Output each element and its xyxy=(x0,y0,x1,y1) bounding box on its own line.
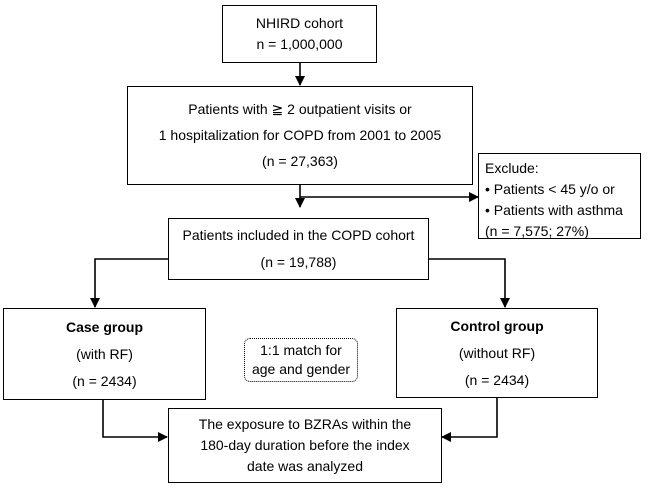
exposure-analysis-box: The exposure to BZRAs within the 180-day… xyxy=(168,408,442,483)
included-count: (n = 19,788) xyxy=(260,254,337,270)
exclude-item-age: • Patients < 45 y/o or xyxy=(485,181,615,197)
exclude-title: Exclude: xyxy=(485,160,539,176)
nhird-count: n = 1,000,000 xyxy=(256,36,343,52)
match-note-box: 1:1 match for age and gender xyxy=(244,338,358,382)
case-group-subtitle: (with RF) xyxy=(76,345,133,362)
match-note-line1: 1:1 match for xyxy=(260,342,342,358)
match-note-line2: age and gender xyxy=(251,361,351,377)
case-group-title: Case group xyxy=(65,318,143,335)
arrow-included-to-case xyxy=(90,258,168,308)
control-group-title: Control group xyxy=(450,317,544,334)
control-group-box: Control group (without RF) (n = 2434) xyxy=(396,308,598,398)
exclude-box: Exclude: • Patients < 45 y/o or • Patien… xyxy=(478,153,641,239)
control-group-count: (n = 2434) xyxy=(464,371,530,388)
arrow-included-to-control xyxy=(429,258,510,308)
included-cohort-box: Patients included in the COPD cohort (n … xyxy=(168,218,429,280)
control-group-subtitle: (without RF) xyxy=(458,344,536,361)
exclude-count: (n = 7,575; 27%) xyxy=(485,223,589,239)
exposure-line3: date was analyzed xyxy=(247,458,363,474)
exposure-line1: The exposure to BZRAs within the xyxy=(198,416,412,432)
nhird-title: NHIRD cohort xyxy=(255,15,344,31)
copd-patients-line2: 1 hospitalization for COPD from 2001 to … xyxy=(158,127,442,143)
case-group-count: (n = 2434) xyxy=(72,372,137,389)
exclude-item-asthma: • Patients with asthma xyxy=(485,202,623,218)
arrow-control-to-exposure xyxy=(441,398,498,442)
copd-patients-line1: Patients with ≧ 2 outpatient visits or xyxy=(188,101,412,117)
included-title: Patients included in the COPD cohort xyxy=(182,227,415,243)
arrow-case-to-exposure xyxy=(102,400,168,442)
copd-patients-box: Patients with ≧ 2 outpatient visits or 1… xyxy=(127,86,473,185)
nhird-cohort-box: NHIRD cohort n = 1,000,000 xyxy=(222,5,377,63)
copd-patients-count: (n = 27,363) xyxy=(262,153,338,169)
exposure-line2: 180-day duration before the index xyxy=(200,437,410,453)
case-group-box: Case group (with RF) (n = 2434) xyxy=(3,308,206,400)
